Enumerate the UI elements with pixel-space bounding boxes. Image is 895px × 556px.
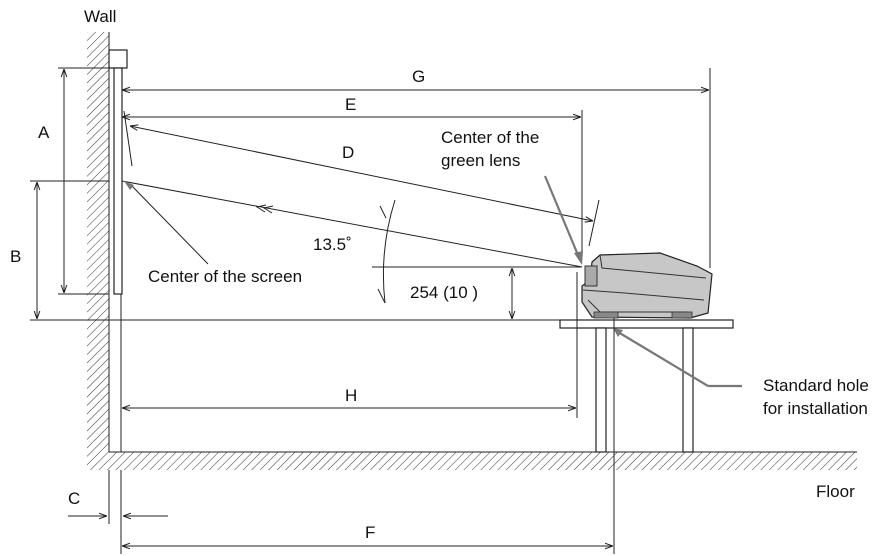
dimension-g [122,68,711,268]
green-lens-label-1: Center of the [441,128,539,147]
projector-icon [581,252,713,319]
projection-line [121,180,583,268]
angle-indicator [372,199,582,304]
floor [109,451,857,470]
label-c: C [68,489,80,508]
wall-label: Wall [84,7,116,26]
wall-hatching [87,32,109,470]
green-lens-leader [543,175,580,256]
dimension-b [30,180,560,321]
dimension-d [123,110,600,247]
label-a: A [38,123,50,142]
green-lens-label-2: green lens [441,151,520,170]
standard-hole-callout [613,328,742,388]
hole-label-1: Standard hole [763,376,869,395]
hole-label-2: for installation [763,399,868,418]
table-icon [559,319,734,453]
label-d: D [342,143,354,162]
floor-label: Floor [816,482,855,501]
floor-hatching [109,452,857,470]
dimension-c [68,470,168,524]
angle-label: 13.5˚ [313,235,352,254]
screen-center-leader [129,183,209,265]
dimension-h [122,272,578,418]
label-e: E [345,95,356,114]
offset-label: 254 (10 ) [410,283,478,302]
center-screen-label: Center of the screen [148,267,302,286]
dimension-f [120,318,615,554]
label-g: G [412,67,425,86]
label-f: F [365,523,375,542]
label-h: H [345,386,357,405]
screen-icon [108,49,128,295]
label-b: B [10,247,21,266]
